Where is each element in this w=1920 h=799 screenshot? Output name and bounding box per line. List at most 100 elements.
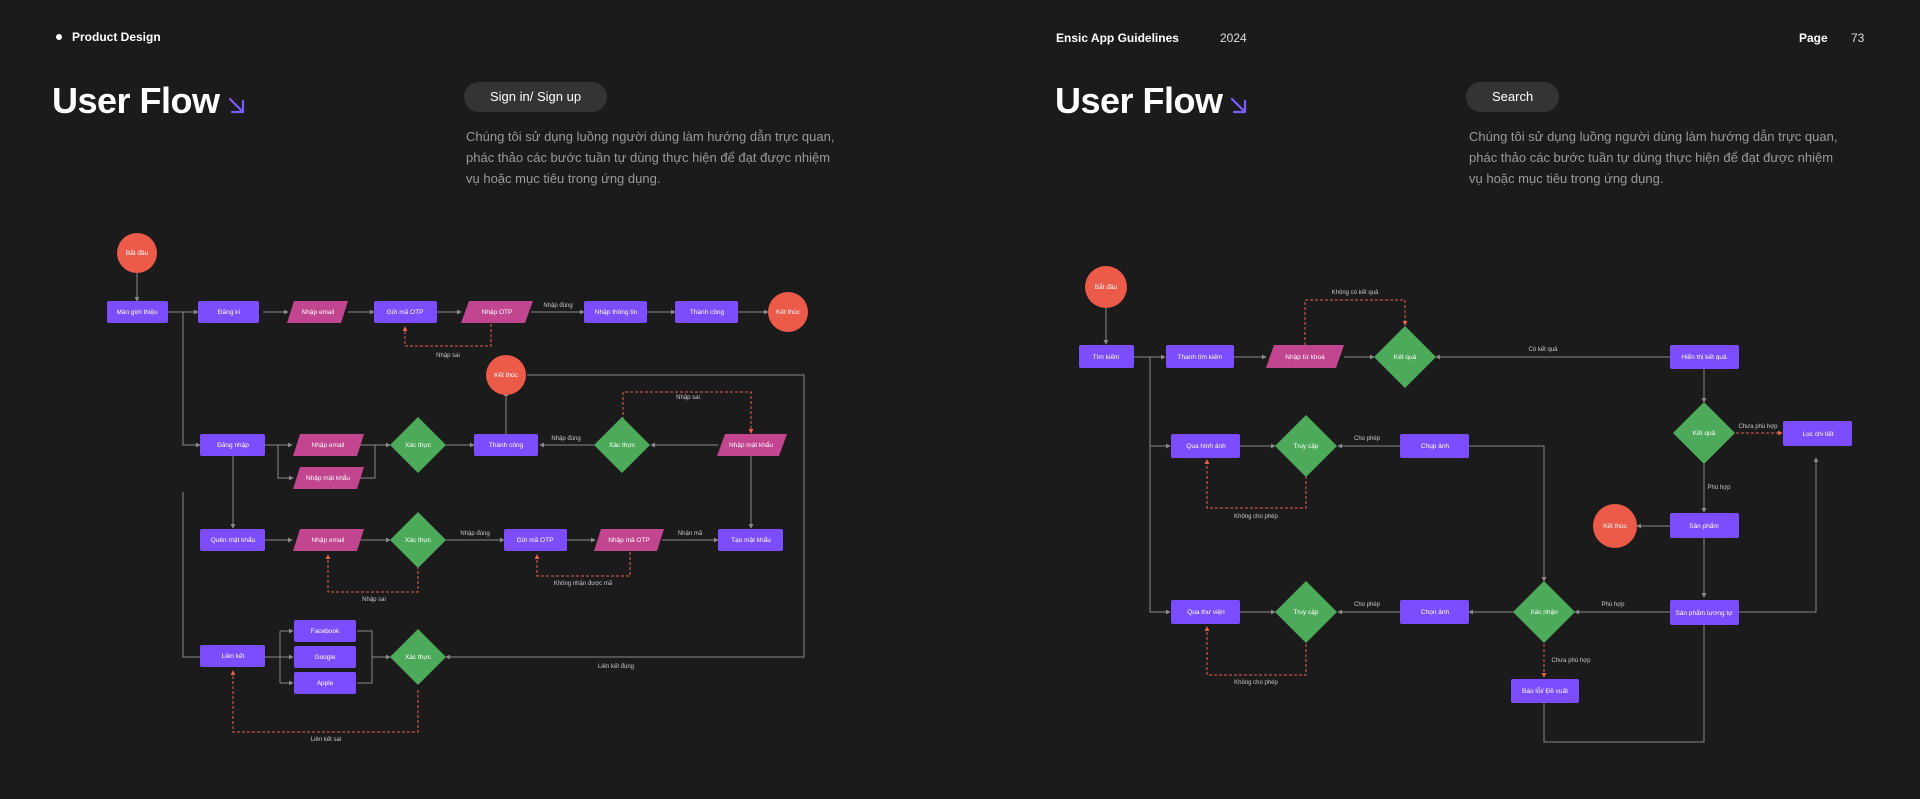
node-start: Bắt đầu [117, 233, 157, 273]
node-by-library: Qua thư viện [1171, 600, 1240, 624]
svg-text:Chọn ảnh: Chọn ảnh [1421, 609, 1450, 616]
node-success: Thành công [474, 434, 538, 456]
search-nodes: Bắt đầu Tìm kiếm Thanh tìm kiếm Nhập từ … [1079, 266, 1852, 703]
svg-text:Đăng kí: Đăng kí [218, 309, 241, 316]
node-verify: Xác thực [390, 512, 446, 568]
node-apple: Apple [294, 672, 356, 694]
label-wrong-input: Nhập sai [676, 395, 700, 401]
svg-text:Nhập từ khoá: Nhập từ khoá [1285, 354, 1325, 361]
tag-search[interactable]: Search [1466, 82, 1560, 112]
node-product: Sản phẩm [1670, 513, 1739, 538]
svg-text:Xác thực: Xác thực [405, 442, 432, 449]
node-detail-filter: Lọc chi tiết [1783, 421, 1852, 446]
svg-text:Truy cập: Truy cập [1293, 443, 1318, 450]
label-wrong-input: Nhập sai [436, 353, 460, 359]
svg-text:Sản phẩm: Sản phẩm [1689, 522, 1719, 530]
svg-text:Gửi mã OTP: Gửi mã OTP [387, 308, 424, 316]
svg-text:Xác nhận: Xác nhận [1530, 609, 1558, 616]
node-enter-keyword: Nhập từ khoá [1266, 345, 1344, 368]
year-label: 2024 [1220, 31, 1247, 45]
node-intro: Màn giới thiệu [107, 301, 168, 323]
node-verify: Xác thực [390, 417, 446, 473]
svg-text:Báo lỗi/ Đề xuất: Báo lỗi/ Đề xuất [1522, 686, 1568, 695]
node-access: Truy cập [1275, 581, 1337, 643]
node-facebook: Facebook [294, 620, 356, 642]
label-link-success: Liên kết đúng [598, 664, 634, 670]
node-verify: Xác thực [390, 629, 446, 685]
section-label: Product Design [72, 30, 161, 44]
svg-text:Hiển thị kết quả: Hiển thị kết quả [1681, 352, 1727, 361]
svg-text:Kết quả: Kết quả [1693, 428, 1716, 437]
label-allow: Cho phép [1354, 436, 1381, 442]
node-end: Kết thúc [768, 292, 808, 332]
node-similar-product: Sản phẩm tương tự [1670, 600, 1739, 625]
node-link: Liên kết [200, 645, 265, 667]
svg-text:Tìm kiếm: Tìm kiếm [1093, 352, 1120, 361]
node-end: Kết thúc [486, 355, 526, 395]
label-deny: Không cho phép [1234, 514, 1278, 520]
label-code-received: Nhận mã [678, 531, 703, 537]
svg-text:Bắt đầu: Bắt đầu [126, 248, 149, 257]
svg-text:Quên mật khẩu: Quên mật khẩu [211, 536, 256, 544]
label-correct-input: Nhập đúng [543, 303, 572, 309]
search-edge-labels: Không có kết quả Có kết quả Cho phép Khô… [1234, 290, 1778, 686]
node-confirm: Xác nhận [1513, 581, 1575, 643]
svg-text:Chụp ảnh: Chụp ảnh [1421, 443, 1450, 450]
node-by-image: Qua hình ảnh [1171, 434, 1240, 458]
label-wrong-input: Nhập sai [362, 597, 386, 603]
label-deny: Không cho phép [1234, 680, 1278, 686]
node-login: Đăng nhập [200, 434, 265, 456]
label-not-fit: Chưa phù hợp [1552, 658, 1592, 664]
svg-text:Thanh tìm kiếm: Thanh tìm kiếm [1178, 352, 1223, 361]
svg-text:Thành công: Thành công [489, 442, 524, 449]
tag-signin-signup[interactable]: Sign in/ Sign up [464, 82, 608, 112]
node-choose-photo: Chọn ảnh [1400, 600, 1469, 624]
right-description: Chúng tôi sử dụng luồng người dùng làm h… [1469, 129, 1838, 186]
node-search-bar: Thanh tìm kiếm [1166, 345, 1234, 368]
svg-text:Thành công: Thành công [690, 309, 725, 316]
node-enter-password: Nhập mật khẩu [293, 467, 364, 489]
svg-text:Kết thúc: Kết thúc [776, 307, 801, 316]
node-access: Truy cập [1275, 415, 1337, 477]
node-result: Kết quả [1673, 402, 1735, 464]
signin-edge-labels: Nhập đúng Nhập sai Nhập đúng Nhập sai Nh… [311, 303, 703, 743]
svg-text:Nhập email: Nhập email [312, 537, 345, 544]
node-send-otp: Gửi mã OTP [374, 301, 437, 323]
label-no-result: Không có kết quả [1332, 290, 1379, 296]
svg-text:Nhập email: Nhập email [312, 442, 345, 449]
node-take-photo: Chụp ảnh [1400, 434, 1469, 458]
svg-text:Nhập OTP: Nhập OTP [482, 309, 513, 316]
label-fit: Phù hợp [1602, 602, 1626, 608]
label-link-fail: Liên kết sai [311, 737, 341, 743]
svg-text:Nhập thông tin: Nhập thông tin [595, 309, 638, 316]
node-enter-email: Nhập email [293, 434, 364, 456]
node-send-otp: Gửi mã OTP [504, 529, 567, 551]
label-correct-input: Nhập đúng [551, 436, 580, 442]
svg-text:Nhập mật khẩu: Nhập mật khẩu [729, 441, 773, 449]
arrow-down-right-icon [1230, 97, 1247, 114]
svg-text:Xác thực: Xác thực [609, 442, 636, 449]
svg-text:Qua hình ảnh: Qua hình ảnh [1186, 443, 1226, 450]
svg-text:Kết thúc: Kết thúc [494, 370, 519, 379]
svg-text:Nhập mật khẩu: Nhập mật khẩu [306, 474, 350, 482]
signin-error-connectors [230, 324, 754, 733]
node-show-result: Hiển thị kết quả [1670, 345, 1739, 369]
label-code-not-received: Không nhận được mã [554, 581, 613, 587]
svg-text:Sản phẩm tương tự: Sản phẩm tương tự [1675, 609, 1733, 617]
svg-text:Kết thúc: Kết thúc [1603, 521, 1628, 530]
svg-text:Kết quả: Kết quả [1394, 352, 1417, 361]
label-has-result: Có kết quả [1528, 347, 1558, 353]
svg-text:Lọc chi tiết: Lọc chi tiết [1802, 429, 1833, 438]
node-enter-otp: Nhập OTP [461, 301, 533, 323]
guide-title: Ensic App Guidelines [1056, 31, 1179, 45]
node-end: Kết thúc [1593, 504, 1637, 548]
left-page-title: User Flow [52, 80, 220, 121]
label-allow: Cho phép [1354, 602, 1381, 608]
search-connectors [1103, 306, 1819, 743]
svg-text:Nhập email: Nhập email [302, 309, 335, 316]
node-enter-email: Nhập email [287, 301, 348, 323]
page-label: Page [1799, 31, 1828, 45]
node-enter-email: Nhập email [293, 529, 364, 551]
svg-text:Apple: Apple [317, 680, 334, 687]
